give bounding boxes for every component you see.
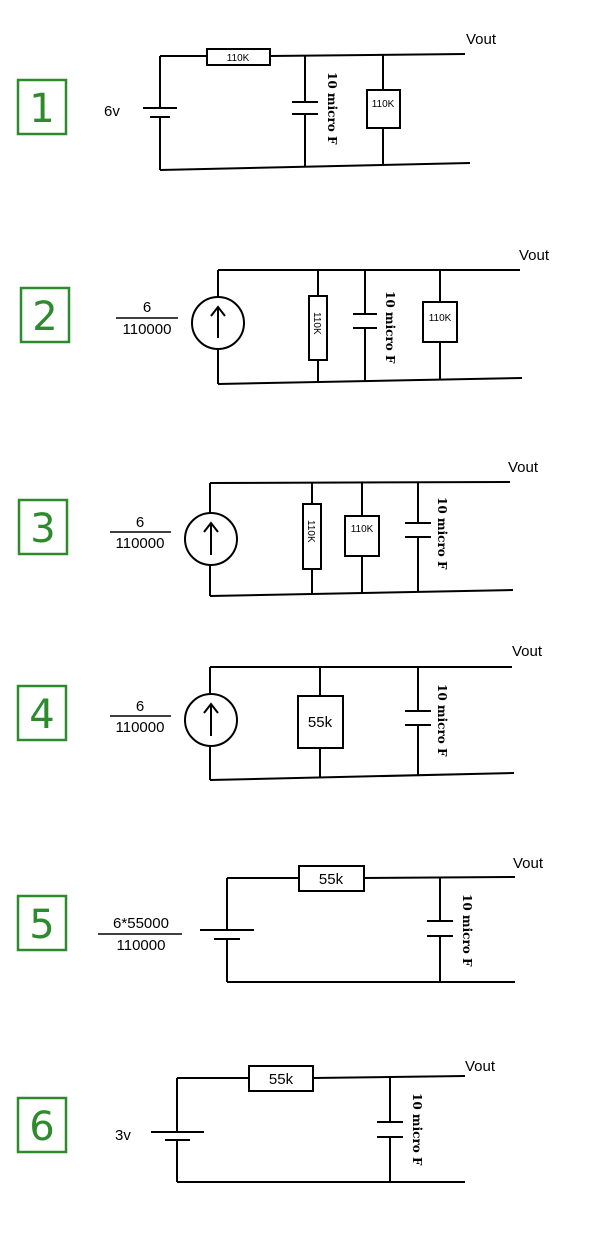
resistor: 55k — [297, 695, 344, 749]
panel-number-box — [19, 286, 71, 344]
panel-number: 6 — [29, 1104, 54, 1150]
panel-5: 5 6*55000 110000 55k 10 micro F Vout — [16, 855, 544, 983]
circuit-wires — [159, 53, 471, 171]
panel-1: 1 6v 110K 10 micro F — [16, 31, 497, 171]
circuit-wires — [209, 481, 514, 597]
capacitor-label: 10 micro F — [435, 684, 449, 757]
capacitor-symbol — [427, 920, 453, 937]
output-label: Vout — [465, 1058, 496, 1075]
resistor-label: 110K — [351, 524, 374, 535]
capacitor-symbol — [377, 1121, 403, 1138]
output-label: Vout — [466, 31, 497, 48]
battery-symbol — [143, 107, 177, 126]
resistor-a: 110K — [308, 295, 328, 361]
source-label: 3v — [115, 1127, 131, 1144]
capacitor-symbol — [353, 313, 377, 329]
current-source-symbol — [184, 512, 238, 566]
source-numerator: 6 — [143, 299, 151, 316]
panel-number: 1 — [29, 86, 54, 132]
source-label: 6v — [104, 103, 120, 120]
capacitor-symbol — [292, 101, 318, 115]
capacitor-label: 10 micro F — [460, 894, 474, 967]
resistor-b: 110K — [422, 301, 458, 343]
panel-number-box — [16, 1096, 68, 1154]
panel-number: 3 — [30, 506, 55, 552]
current-source-symbol — [184, 693, 238, 747]
battery-symbol — [151, 1131, 204, 1144]
resistor-series: 110K — [206, 48, 271, 66]
capacitor-symbol — [405, 522, 431, 538]
panel-number-box — [17, 498, 69, 556]
source-numerator: 6*55000 — [113, 915, 169, 932]
output-label: Vout — [508, 459, 539, 476]
resistor-label: 110K — [429, 313, 452, 324]
resistor-label: 55k — [319, 871, 344, 888]
capacitor-label: 10 micro F — [325, 72, 339, 145]
resistor-label: 110K — [372, 99, 395, 110]
capacitor-symbol — [405, 710, 431, 726]
source-numerator: 6 — [136, 514, 144, 531]
source-denominator: 110000 — [117, 937, 166, 954]
resistor-label: 55k — [308, 714, 333, 731]
capacitor-label: 10 micro F — [383, 291, 397, 364]
capacitor-label: 10 micro F — [435, 497, 449, 570]
output-label: Vout — [519, 247, 550, 264]
source-denominator: 110000 — [123, 321, 172, 338]
circuit-wires — [209, 666, 515, 781]
resistor-label: 110K — [305, 520, 316, 543]
current-source-symbol — [191, 296, 245, 350]
source-denominator: 110000 — [116, 719, 165, 736]
resistor: 55k — [248, 1065, 314, 1092]
circuit-wires — [226, 876, 516, 983]
panel-2: 2 6 110000 110K 10 mi — [19, 247, 550, 385]
panel-number-box — [16, 684, 68, 742]
panel-number: 5 — [29, 902, 54, 948]
panel-4: 4 6 110000 55k 10 micro F Vout — [16, 643, 543, 781]
source-denominator: 110000 — [116, 535, 165, 552]
resistor-parallel: 110K — [366, 89, 401, 129]
resistor-b: 110K — [344, 515, 380, 557]
panel-number: 2 — [32, 294, 57, 340]
resistor-label: 110K — [227, 53, 250, 64]
panel-number-box — [16, 894, 68, 952]
panel-3: 3 6 110000 110K 110K — [17, 459, 539, 597]
resistor: 55k — [298, 865, 365, 892]
circuit-wires — [217, 269, 523, 385]
resistor-a: 110K — [302, 503, 322, 570]
output-label: Vout — [512, 643, 543, 660]
battery-symbol — [200, 929, 254, 946]
panel-6: 6 3v 55k 10 micro F Vout — [16, 1058, 496, 1183]
source-numerator: 6 — [136, 698, 144, 715]
output-label: Vout — [513, 855, 544, 872]
resistor-label: 110K — [311, 312, 322, 335]
panel-number-box — [16, 78, 68, 136]
circuit-wires — [176, 1075, 466, 1183]
capacitor-label: 10 micro F — [410, 1093, 424, 1166]
panel-number: 4 — [29, 692, 54, 738]
resistor-label: 55k — [269, 1071, 294, 1088]
